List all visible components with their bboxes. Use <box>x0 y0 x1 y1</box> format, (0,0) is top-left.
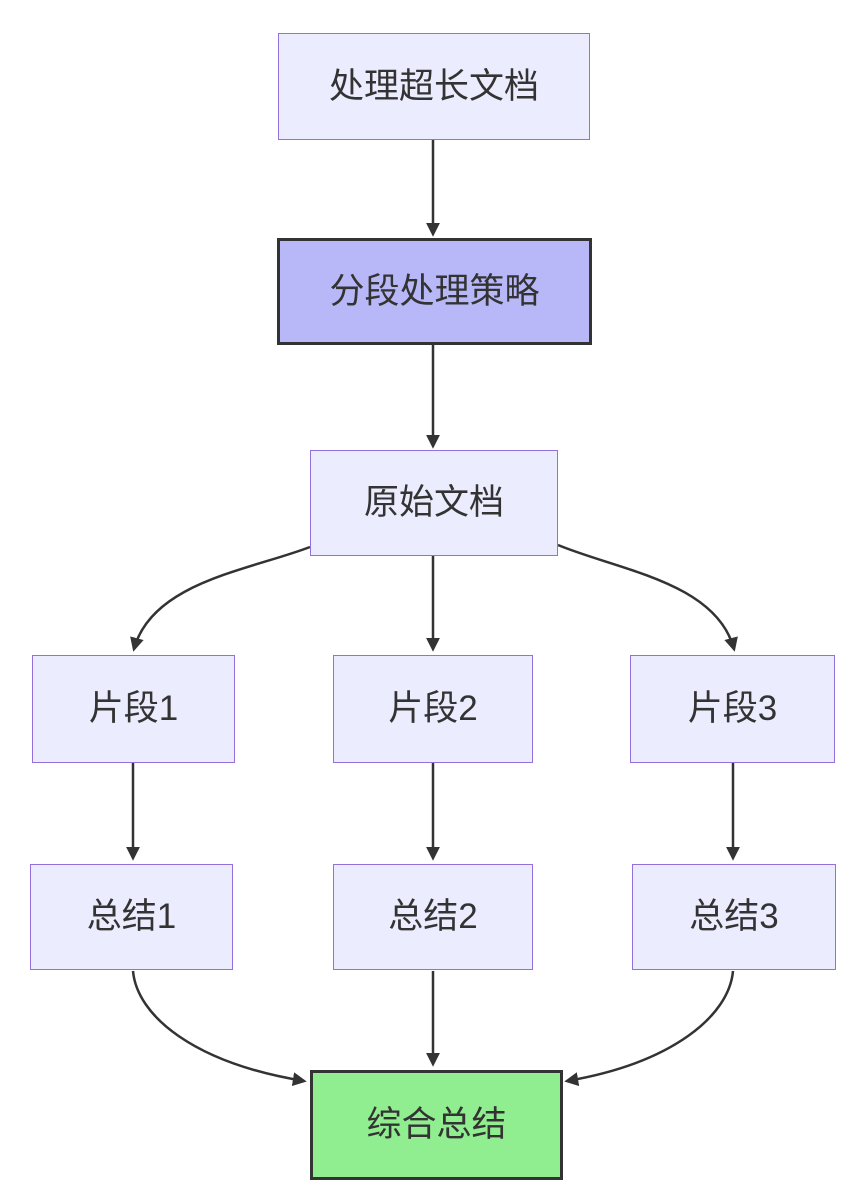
edge-original-to-fragment-3 <box>557 543 738 652</box>
node-summary-3: 总结3 <box>632 864 836 970</box>
node-final-summary: 综合总结 <box>310 1070 563 1180</box>
node-final-summary-label: 综合总结 <box>366 1105 507 1144</box>
edge-summary-1-to-final <box>131 970 307 1087</box>
node-summary-2-label: 总结2 <box>388 897 478 936</box>
node-fragment-2: 片段2 <box>333 655 533 763</box>
node-original-doc: 原始文档 <box>310 450 558 556</box>
node-fragment-3-label: 片段3 <box>687 689 778 728</box>
node-summary-3-label: 总结3 <box>689 897 779 936</box>
node-fragment-1: 片段1 <box>32 655 235 763</box>
edge-original-to-fragment-1 <box>130 545 311 652</box>
node-fragment-2-label: 片段2 <box>388 689 478 728</box>
node-process-long-doc-label: 处理超长文档 <box>328 66 539 106</box>
node-summary-1-label: 总结1 <box>86 897 177 936</box>
node-summary-1: 总结1 <box>30 864 233 970</box>
node-strategy: 分段处理策略 <box>277 238 592 345</box>
node-strategy-label: 分段处理策略 <box>329 271 540 311</box>
node-fragment-1-label: 片段1 <box>88 689 179 728</box>
edge-summary-3-to-final <box>564 970 735 1087</box>
node-fragment-3: 片段3 <box>630 655 835 763</box>
node-summary-2: 总结2 <box>333 864 533 970</box>
node-original-doc-label: 原始文档 <box>363 483 504 522</box>
node-process-long-doc: 处理超长文档 <box>278 33 590 140</box>
